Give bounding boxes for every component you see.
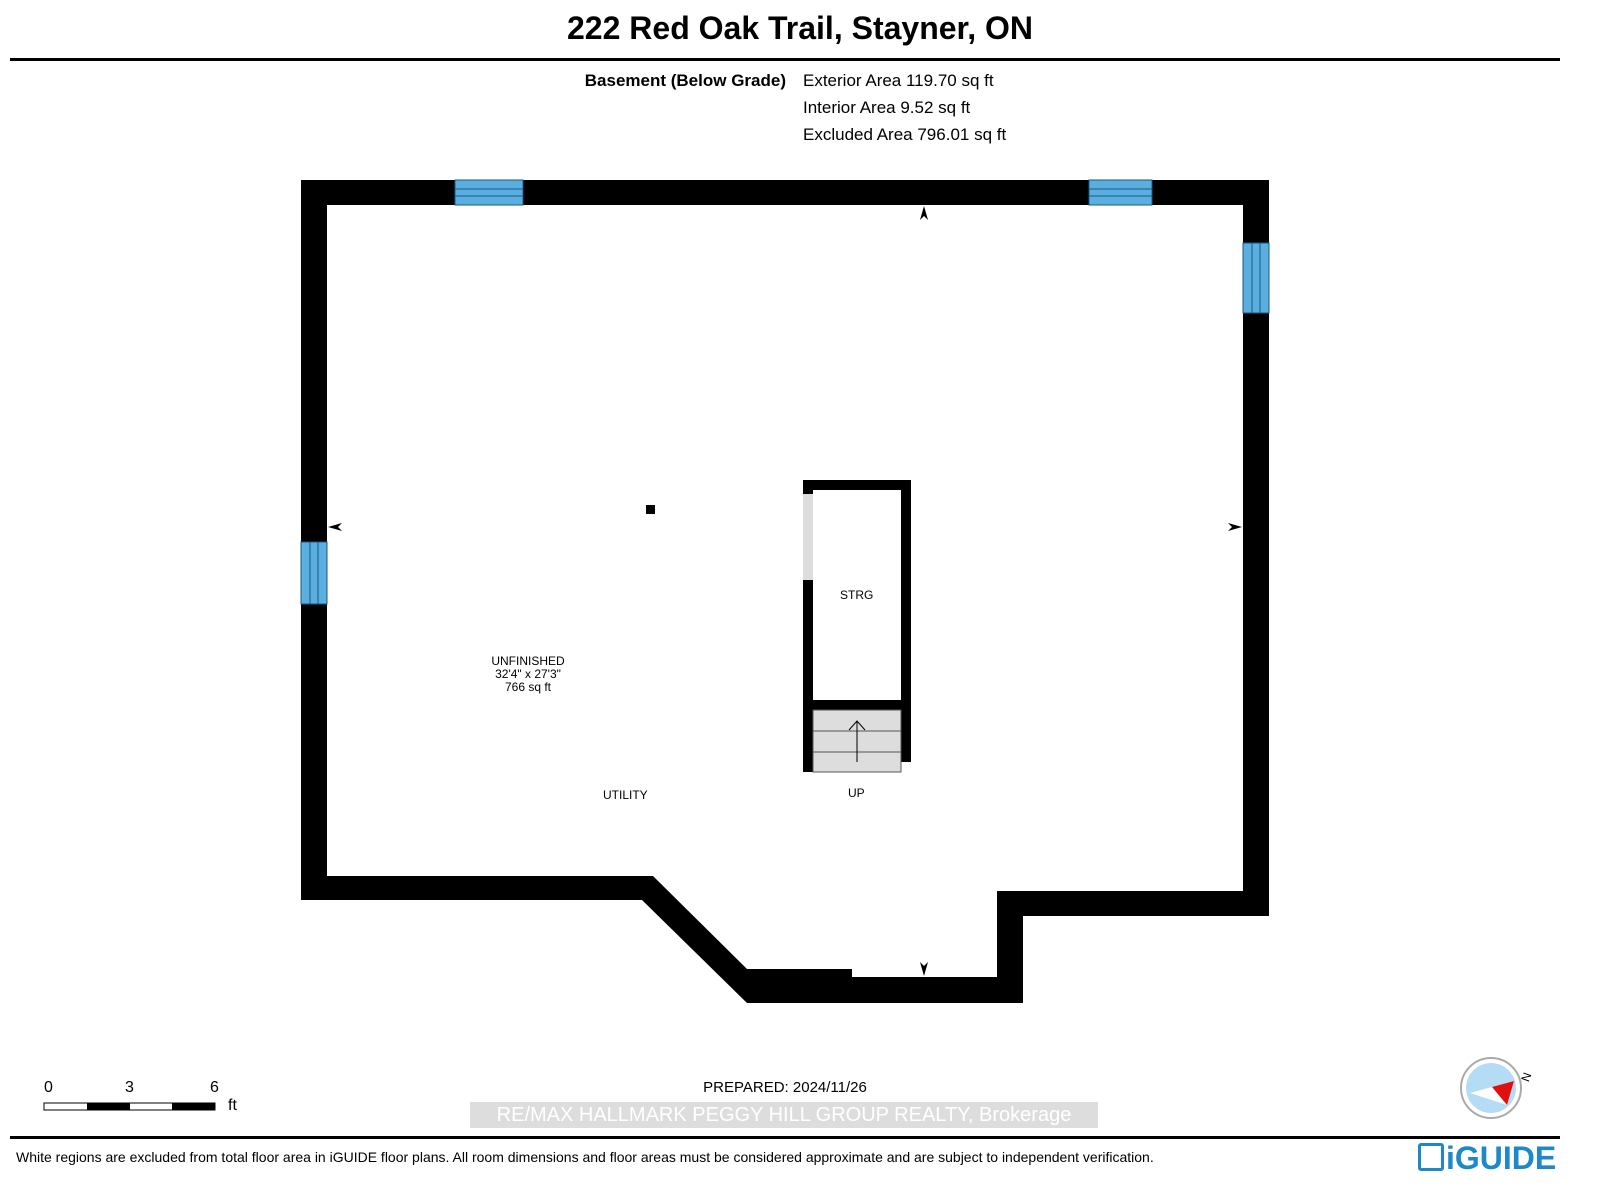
scale-tick: 3 — [125, 1079, 134, 1096]
scale-bar — [43, 1102, 216, 1111]
column — [646, 505, 655, 514]
room-label-unfinished: UNFINISHED 32'4" x 27'3" 766 sq ft — [490, 655, 566, 694]
logo-icon — [1418, 1143, 1444, 1171]
interior-area: Interior Area 9.52 sq ft — [803, 98, 971, 117]
iguide-logo: iGUIDE — [1418, 1140, 1556, 1177]
room-name: UNFINISHED — [491, 654, 565, 668]
stairs-label: UP — [848, 786, 865, 800]
stairs — [812, 709, 902, 773]
window — [300, 179, 1270, 605]
exterior-area: Exterior Area 119.70 sq ft — [803, 71, 994, 90]
room-area: 766 sq ft — [504, 680, 552, 694]
room-dimensions: 32'4" x 27'3" — [495, 667, 561, 681]
disclaimer: White regions are excluded from total fl… — [16, 1149, 1154, 1165]
header-divider — [10, 58, 1560, 61]
brokerage-watermark: RE/MAX HALLMARK PEGGY HILL GROUP REALTY,… — [470, 1102, 1098, 1128]
scale-unit: ft — [228, 1097, 237, 1114]
scale-tick: 0 — [44, 1079, 53, 1096]
floor-label: Basement (Below Grade) — [584, 71, 786, 90]
prepared-date: PREPARED: 2024/11/26 — [703, 1079, 867, 1096]
room-label-storage: STRG — [840, 588, 874, 602]
excluded-area: Excluded Area 796.01 sq ft — [803, 125, 1007, 144]
logo-text: iGUIDE — [1446, 1140, 1557, 1176]
dimension-arrows — [328, 206, 1242, 976]
exterior-wall — [301, 180, 1269, 1003]
footer-divider — [10, 1136, 1560, 1139]
compass-icon — [1460, 1057, 1522, 1119]
room-label-utility: UTILITY — [603, 788, 648, 802]
storage-door — [803, 494, 813, 580]
page-title: 222 Red Oak Trail, Stayner, ON — [567, 10, 1033, 46]
scale-tick: 6 — [210, 1079, 219, 1096]
